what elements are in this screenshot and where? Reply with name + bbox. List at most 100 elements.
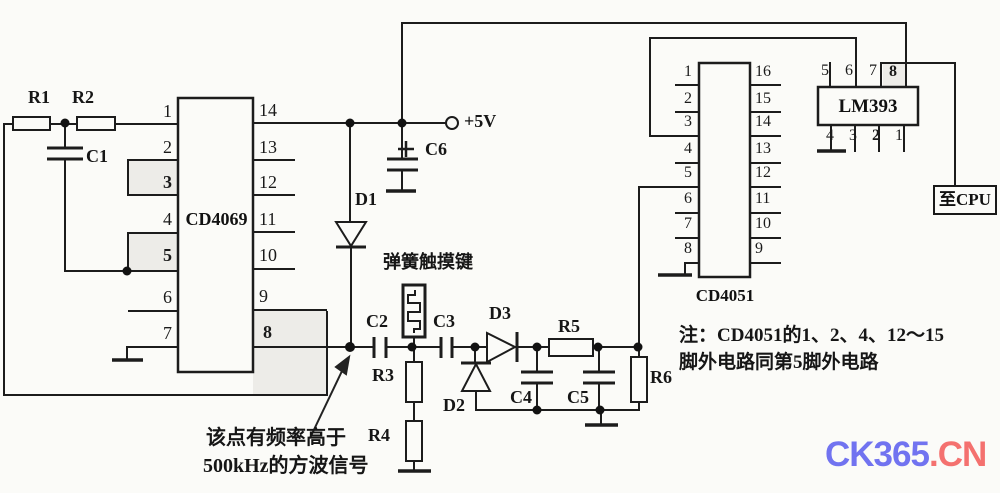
cd4069-pin-14: 14 — [259, 100, 277, 120]
cd4051-pin-1: 1 — [684, 63, 692, 80]
highlight-lm393-pin8 — [883, 62, 907, 87]
cd4069-pin-4: 4 — [163, 209, 172, 229]
capacitor-c2-plates — [372, 337, 388, 358]
ground-symbols — [112, 149, 846, 473]
lm393-pin-8: 8 — [889, 63, 897, 80]
cd4069-pin-1: 1 — [163, 101, 172, 121]
label-c2: C2 — [366, 311, 388, 331]
note-line1: 注：CD4051的1、2、4、12～15 — [679, 325, 944, 346]
cd4051-pin-10: 10 — [755, 215, 771, 232]
annotation-line1: 该点有频率高于 — [206, 427, 346, 449]
cd4051-pin-12: 12 — [755, 164, 771, 181]
annotation-arrow — [309, 354, 351, 439]
capacitor-c5-plates — [583, 370, 615, 385]
cd4051-pin-15: 15 — [755, 90, 771, 107]
label-r3: R3 — [372, 365, 394, 385]
wire-lm393-pin7-to-cpu — [880, 62, 956, 186]
highlight-cd4069-pins45 — [128, 234, 178, 271]
highlight-cd4069-pins23 — [128, 161, 178, 195]
resistor-r2 — [76, 116, 116, 131]
touch-key-label: 弹簧触摸键 — [383, 252, 473, 272]
resistor-r6 — [630, 356, 648, 403]
capacitor-c1-plates — [47, 146, 83, 161]
cd4051-pin-9: 9 — [755, 240, 763, 257]
resistor-r5 — [548, 338, 594, 357]
ic-name-cd4069: CD4069 — [185, 209, 248, 229]
lm393-pin-6: 6 — [845, 62, 853, 79]
junction-dots — [60, 118, 643, 415]
resistor-r3 — [405, 361, 423, 403]
lm393-pin-2: 2 — [872, 127, 880, 144]
label-c5: C5 — [567, 387, 589, 407]
capacitor-c3-plates — [439, 337, 454, 358]
highlight-cd4069-pin8 — [253, 311, 327, 394]
label-c6: C6 — [425, 139, 447, 159]
cd4069-pin-8: 8 — [263, 322, 272, 342]
cd4051-pin-13: 13 — [755, 140, 771, 157]
wire-cd4051-right-stubs — [750, 84, 781, 264]
junction-dot — [593, 342, 603, 352]
wire-feedback-loop — [3, 123, 328, 396]
junction-dot — [345, 118, 355, 128]
cd4051-pin-7: 7 — [684, 215, 692, 232]
ck365-logo: CK365.CN — [825, 435, 988, 474]
wire-pins23-loop — [127, 159, 178, 196]
cd4069-pin-6: 6 — [163, 287, 172, 307]
label-c3: C3 — [433, 311, 455, 331]
lm393-pin-5: 5 — [821, 62, 829, 79]
lm393-pin-3: 3 — [849, 127, 857, 144]
ic-cd4069-body — [176, 96, 255, 374]
plates-and-bars — [47, 141, 615, 385]
ic-name-cd4051: CD4051 — [695, 286, 755, 305]
cd4069-pin-13: 13 — [259, 137, 277, 157]
to-cpu-box: 至CPU — [933, 185, 997, 215]
wire-d1-branch — [349, 125, 352, 345]
wire-cd4051-pin3-to-lm393-pin6 — [649, 37, 857, 137]
annotation-line2: 500kHz的方波信号 — [203, 455, 369, 477]
resistor-r1 — [12, 116, 51, 131]
note-line2: 脚外电路同第5脚外电路 — [679, 352, 879, 373]
highlight-regions — [128, 62, 907, 394]
cd4051-pin-8: 8 — [684, 240, 692, 257]
logo-text-red: CN — [937, 435, 988, 474]
junction-dot — [470, 342, 480, 352]
junction-dot — [345, 342, 355, 352]
cd4051-pin-2: 2 — [684, 90, 692, 107]
wire-cd4051-pin8-ground — [684, 262, 699, 275]
junction-dot — [532, 405, 542, 415]
lm393-pin-4: 4 — [826, 127, 834, 144]
wire-lm393-bottom-stubs — [830, 125, 905, 152]
vcc-terminal — [445, 116, 459, 130]
lm393-pin-1: 1 — [895, 127, 903, 144]
cd4051-pin-11: 11 — [755, 190, 771, 207]
label-d2: D2 — [443, 395, 465, 415]
junction-dot — [532, 342, 542, 352]
cd4069-pin-12: 12 — [259, 172, 277, 192]
ic-cd4051-body — [697, 61, 752, 279]
diode-d1-triangle — [334, 221, 368, 248]
wire-pin7-ground — [126, 346, 178, 359]
cd4051-pin-5: 5 — [684, 164, 692, 181]
label-r1: R1 — [28, 87, 50, 107]
junction-dot — [397, 118, 407, 128]
logo-text-blue: CK365 — [825, 435, 930, 474]
resistor-r4 — [405, 420, 423, 462]
wire-bottom-rail — [475, 409, 640, 424]
cd4051-pin-16: 16 — [755, 63, 771, 80]
lm393-pin-7: 7 — [869, 62, 877, 79]
wire-mux-input — [638, 186, 699, 347]
label-r6: R6 — [650, 367, 672, 387]
logo-dot: . — [928, 435, 939, 474]
capacitor-c6-plates — [387, 157, 418, 172]
cd4051-pin-4: 4 — [684, 140, 692, 157]
label-d1: D1 — [355, 189, 377, 209]
junction-dot — [595, 405, 605, 415]
wires — [3, 22, 956, 470]
capacitor-c4-plates — [521, 370, 553, 385]
cd4069-pin-10: 10 — [259, 245, 277, 265]
label-r4: R4 — [368, 425, 390, 445]
junction-dot — [407, 342, 417, 352]
cd4069-pin-9: 9 — [259, 286, 268, 306]
